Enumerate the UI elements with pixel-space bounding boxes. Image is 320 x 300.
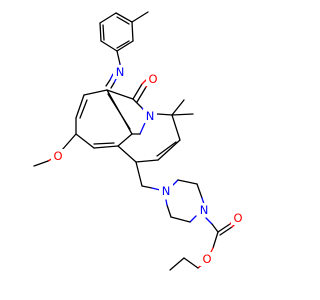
o-methoxy-label: O	[53, 149, 62, 163]
molecule-svg: N O N O N N O O	[33, 11, 245, 271]
n-piperazine-1-label: N	[162, 184, 171, 198]
o-ester-label-bg	[200, 252, 214, 266]
molecule-structure-diagram: N O N O N N O O	[33, 11, 245, 271]
n-ring-label: N	[146, 109, 155, 123]
o-carbonyl-label-bg	[231, 211, 245, 225]
n-imine-label-bg	[113, 65, 127, 79]
n-piperazine-1-label-bg	[159, 184, 173, 198]
n-piperazine-2-label: N	[200, 203, 209, 217]
o-carbonyl-label: O	[233, 211, 242, 225]
tolyl-ring	[99, 11, 149, 52]
o-methoxy-label-bg	[51, 149, 65, 163]
o-ketone-label-bg	[146, 72, 160, 86]
atom-labels: N O N O N N O O	[51, 65, 245, 266]
piperazine-ring	[165, 179, 205, 223]
n-imine-label: N	[116, 65, 125, 79]
methylene-linker	[135, 161, 161, 191]
o-ester-label: O	[202, 252, 211, 266]
n-ring-label-bg	[143, 109, 157, 123]
o-ketone-label: O	[148, 72, 157, 86]
n-piperazine-2-label-bg	[197, 203, 211, 217]
benzene-ring-left	[75, 89, 133, 149]
